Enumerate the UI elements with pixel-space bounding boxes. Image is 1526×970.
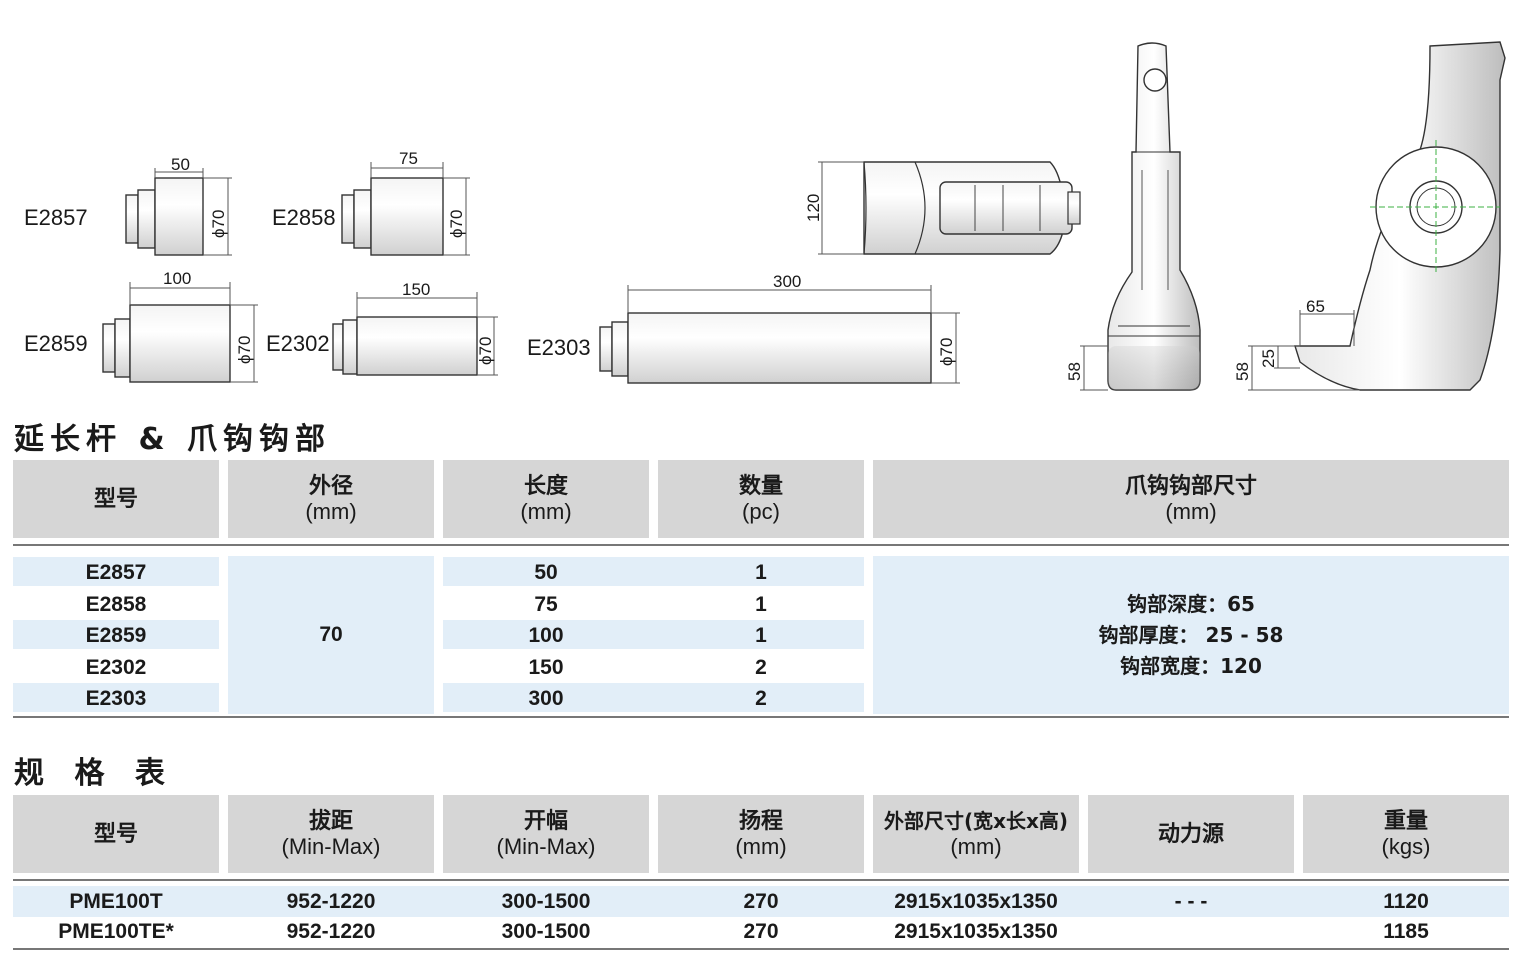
- dim-length: 100: [163, 269, 191, 288]
- row-band: [13, 620, 219, 649]
- row-band: [13, 886, 1509, 917]
- header-length: 长度(mm): [443, 460, 649, 538]
- hook-depth-text: 钩部深度：65: [1127, 591, 1255, 616]
- table-cell-qty: 1: [755, 560, 767, 584]
- header-outer-dimensions: 外部尺寸(宽x长x高)(mm): [873, 795, 1079, 873]
- part-e2859-drawing: E2859 100 ϕ70: [24, 269, 258, 383]
- dim-length: 75: [399, 149, 418, 168]
- table-cell-qty: 1: [755, 592, 767, 616]
- table-cell-length: 75: [534, 592, 558, 616]
- table-cell-outer-diameter: 70: [319, 623, 343, 646]
- header-weight: 重量(kgs): [1303, 795, 1509, 873]
- hook-width-text: 钩部宽度：120: [1120, 653, 1262, 678]
- section-title-extensions: 延长杆 & 爪钩钩部: [14, 422, 332, 457]
- header-outer-diameter: 外径(mm): [228, 460, 434, 538]
- table-cell-power: - - -: [1174, 889, 1208, 913]
- divider: [13, 544, 1509, 546]
- row-band: [443, 683, 864, 712]
- dim-hook-depth: 65: [1306, 297, 1325, 316]
- table-cell-model: E2859: [85, 623, 147, 647]
- dim-diameter: ϕ70: [476, 337, 495, 365]
- table-cell-length: 100: [528, 623, 564, 647]
- row-band: [13, 557, 219, 586]
- dim-hook-thin: 25: [1259, 349, 1278, 368]
- dim-diameter: ϕ70: [209, 210, 228, 238]
- table-cell-model: E2858: [85, 592, 147, 616]
- table-cell-length: 150: [528, 655, 564, 679]
- hook-dimension-info: 钩部深度：65 钩部厚度： 25 - 58 钩部宽度：120: [873, 556, 1509, 714]
- table-cell-qty: 2: [755, 655, 767, 679]
- hook-thickness-text: 钩部厚度： 25 - 58: [1098, 622, 1284, 647]
- part-e2302-drawing: E2302 150 ϕ70: [266, 280, 498, 376]
- table-cell-model: E2857: [85, 560, 147, 584]
- table-cell-model: PME100T: [69, 889, 163, 913]
- table-cell-dims: 2915x1035x1350: [894, 889, 1058, 913]
- table-cell-model: E2302: [85, 655, 147, 679]
- divider: [13, 948, 1509, 950]
- header-hook-dimensions: 爪钩钩部尺寸(mm): [873, 460, 1509, 538]
- divider: [13, 716, 1509, 718]
- table-cell-dims: 2915x1035x1350: [894, 919, 1058, 943]
- header-model: 型号: [13, 460, 219, 538]
- dim-hook-thickness: 58: [1065, 362, 1084, 381]
- table-cell-qty: 2: [755, 686, 767, 710]
- hook-front-view-drawing: 58: [1065, 42, 1201, 391]
- table-cell-lift: 270: [743, 919, 779, 943]
- header-model: 型号: [13, 795, 219, 873]
- part-label: E2859: [24, 331, 88, 356]
- dim-diameter: ϕ70: [937, 338, 956, 366]
- part-label: E2858: [272, 205, 336, 230]
- table-cell-pull: 952-1220: [286, 919, 376, 943]
- table-cell-open: 300-1500: [501, 889, 591, 913]
- dim-length: 150: [402, 280, 430, 299]
- dim-diameter: ϕ70: [447, 210, 466, 238]
- table-cell-qty: 1: [755, 623, 767, 647]
- table-cell-pull: 952-1220: [286, 889, 376, 913]
- part-e2857-drawing: E2857 50 ϕ70: [24, 155, 232, 256]
- table-cell-open: 300-1500: [501, 919, 591, 943]
- part-e2303-drawing: E2303 300 ϕ70: [527, 272, 960, 384]
- table-cell-length: 50: [534, 560, 558, 584]
- part-label: E2857: [24, 205, 88, 230]
- part-label: E2302: [266, 331, 330, 356]
- dim-length: 50: [171, 155, 190, 174]
- table-cell-model: PME100TE*: [58, 919, 174, 943]
- dim-hook-width: 120: [804, 194, 823, 222]
- hook-side-view-drawing: 65 25 58: [1233, 41, 1506, 391]
- header-opening: 开幅(Min-Max): [443, 795, 649, 873]
- row-band: [443, 620, 864, 649]
- header-lift: 扬程(mm): [658, 795, 864, 873]
- part-label: E2303: [527, 335, 591, 360]
- part-e2858-drawing: E2858 75 ϕ70: [272, 149, 470, 256]
- dim-diameter: ϕ70: [235, 336, 254, 364]
- hook-top-view-drawing: 120: [804, 161, 1081, 255]
- dim-hook-thickness-2: 58: [1233, 362, 1252, 381]
- table-cell-power: [1088, 916, 1294, 947]
- table-cell-lift: 270: [743, 889, 779, 913]
- table-cell-model: E2303: [85, 686, 147, 710]
- row-band: [443, 557, 864, 586]
- table-cell-length: 300: [528, 686, 564, 710]
- technical-drawings: E2857 50 ϕ70 E2858 75 ϕ70 E2859 100 ϕ70: [24, 41, 1506, 391]
- row-band: [13, 683, 219, 712]
- header-pull-distance: 拔距(Min-Max): [228, 795, 434, 873]
- section-title-specs: 规 格 表: [14, 756, 175, 791]
- divider: [13, 879, 1509, 881]
- table-cell-weight: 1185: [1383, 919, 1429, 943]
- table-cell-weight: 1120: [1383, 889, 1429, 913]
- dim-length: 300: [773, 272, 801, 291]
- header-quantity: 数量(pc): [658, 460, 864, 538]
- header-power-source: 动力源: [1088, 795, 1294, 873]
- diameter-band: [228, 556, 434, 714]
